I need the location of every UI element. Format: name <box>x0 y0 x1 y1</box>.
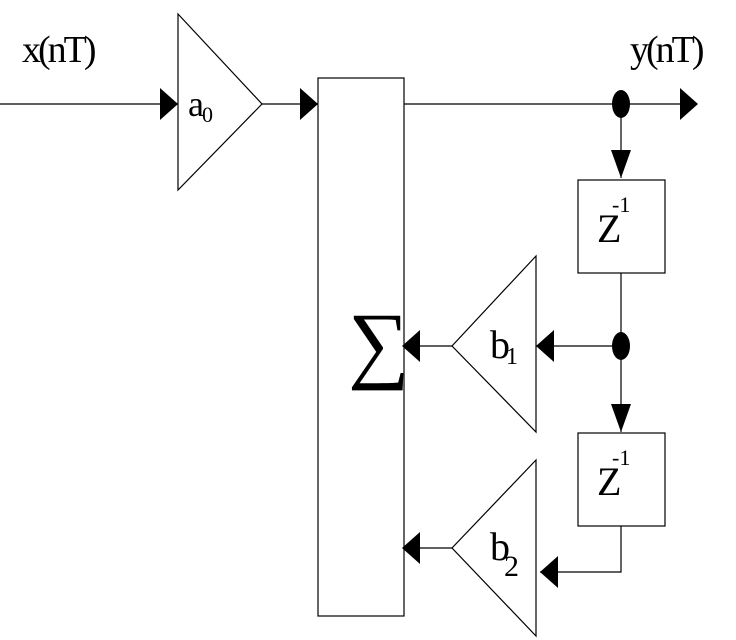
summer-symbol: ∑ <box>348 295 409 391</box>
gain-b1: b 1 <box>451 254 537 434</box>
delay-block-2: Z -1 <box>577 432 666 527</box>
delay-block-1: Z -1 <box>577 179 666 274</box>
b2-to-summer-arrow <box>402 532 420 564</box>
gain-a0-base: a <box>188 84 204 124</box>
gain-a0-sub: 0 <box>202 102 213 127</box>
input-arrow <box>160 88 178 120</box>
gain-b2-base: b <box>490 524 510 569</box>
gain-a0: a 0 <box>177 12 263 192</box>
gain-b2-triangle <box>451 458 537 638</box>
delay-block-1-base: Z <box>597 206 621 251</box>
summer: ∑ <box>317 77 409 617</box>
gain-b1-triangle <box>451 254 537 434</box>
to-delay2-arrow <box>611 404 631 432</box>
input-label: x(nT) <box>22 29 95 71</box>
gain-b2-sub: 2 <box>504 550 519 583</box>
delay2-out-line <box>540 526 622 573</box>
to-b2-arrow <box>540 556 558 588</box>
a0-to-summer-arrow <box>300 88 318 120</box>
to-delay1-arrow <box>611 150 631 178</box>
delay-block-1-exp: -1 <box>612 192 630 217</box>
gain-a0-triangle <box>177 12 263 192</box>
output-arrow <box>680 88 698 120</box>
gain-b1-sub: 1 <box>506 344 518 370</box>
gain-b2: b 2 <box>451 458 537 638</box>
delay-block-2-exp: -1 <box>612 445 630 470</box>
delay-block-2-base: Z <box>597 459 621 504</box>
output-label: y(nT) <box>630 29 703 71</box>
b1-to-summer-arrow <box>402 330 420 362</box>
gain-b1-base: b <box>490 322 510 367</box>
to-b1-arrow <box>536 330 554 362</box>
